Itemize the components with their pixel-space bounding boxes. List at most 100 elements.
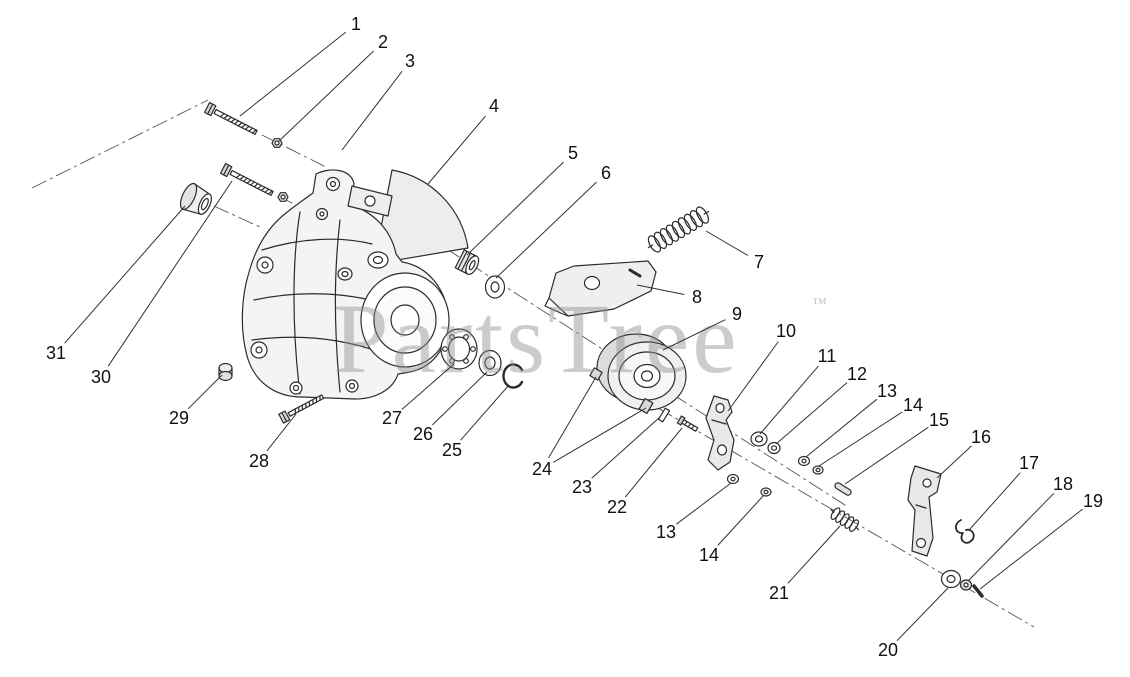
callout-23: 23 [572, 477, 592, 497]
part-bolt-30 [219, 162, 274, 196]
leader-line-2 [278, 50, 374, 142]
leader-line-18 [967, 492, 1055, 582]
part-washer-14 [812, 465, 824, 475]
leader-line-19 [979, 508, 1084, 590]
leader-line-22 [624, 427, 683, 498]
callout-22: 22 [607, 497, 627, 517]
leader-line-9 [662, 319, 726, 351]
part-shift-lever-10 [705, 395, 735, 471]
callout-11: 11 [818, 346, 837, 366]
callout-14: 14 [699, 545, 719, 565]
callout-20: 20 [878, 640, 898, 660]
callout-14: 14 [903, 395, 923, 415]
leader-line-28 [266, 413, 297, 452]
part-screw-22 [676, 415, 699, 432]
leader-line-7 [705, 230, 749, 256]
callout-9: 9 [732, 304, 742, 324]
callout-6: 6 [601, 163, 611, 183]
part-key-23 [657, 407, 671, 423]
leader-line-3 [341, 70, 403, 151]
callout-2: 2 [378, 32, 388, 52]
callout-17: 17 [1019, 453, 1039, 473]
callout-13: 13 [656, 522, 676, 542]
leader-line-5 [466, 161, 564, 256]
part-spring-21 [830, 507, 860, 532]
part-cover-4 [373, 169, 469, 265]
leader-line-30 [107, 180, 233, 367]
centerline [213, 205, 263, 229]
callout-31: 31 [46, 343, 66, 363]
leader-line-13 [805, 398, 878, 458]
callout-3: 3 [405, 51, 415, 71]
leader-line-25 [460, 384, 510, 441]
part-plate-8 [544, 260, 657, 317]
part-pin-19 [972, 584, 984, 598]
part-keys-24 [589, 367, 654, 415]
callout-25: 25 [442, 440, 462, 460]
part-retaining-ring-25 [502, 363, 524, 389]
part-bolt-28 [278, 394, 325, 424]
callout-27: 27 [382, 408, 402, 428]
part-nut-29 [218, 362, 233, 382]
part-spring-7 [647, 206, 710, 253]
callout-8: 8 [692, 287, 702, 307]
callout-29: 29 [169, 408, 189, 428]
part-nut-2 [271, 138, 289, 202]
callout-5: 5 [568, 143, 578, 163]
part-washer-20 [940, 569, 962, 589]
leader-line-4 [427, 115, 486, 185]
callout-28: 28 [249, 451, 269, 471]
part-gear-case-housing [241, 169, 469, 400]
watermark-trademark: ™ [812, 296, 827, 312]
callout-16: 16 [971, 427, 991, 447]
leader-line-24 [552, 407, 647, 463]
leader-line-26 [431, 371, 488, 426]
callout-26: 26 [413, 424, 433, 444]
leader-line-24 [548, 376, 597, 459]
part-washer-13b [726, 473, 740, 485]
callout-18: 18 [1053, 474, 1073, 494]
leader-line-8 [636, 284, 685, 295]
leader-line-31 [64, 205, 186, 344]
leader-line-12 [775, 382, 848, 445]
part-bearing-27 [440, 328, 478, 370]
part-washer-6 [484, 275, 506, 299]
leader-line-11 [759, 365, 819, 435]
leader-line-16 [936, 445, 972, 479]
leader-line-17 [969, 472, 1021, 530]
part-pin-15 [834, 482, 852, 496]
leader-line-14 [818, 411, 903, 467]
leader-line-20 [896, 587, 949, 642]
leader-line-23 [591, 416, 661, 479]
callout-12: 12 [847, 364, 867, 384]
callout-30: 30 [91, 367, 111, 387]
part-washer-13 [797, 455, 811, 467]
callout-10: 10 [776, 321, 796, 341]
callout-7: 7 [754, 252, 764, 272]
centerline [31, 99, 209, 189]
leader-line-15 [844, 426, 929, 485]
leader-line-21 [787, 525, 841, 584]
callout-24: 24 [532, 459, 552, 479]
part-bushing-5 [454, 249, 480, 275]
part-pulley-9 [596, 333, 687, 411]
part-spring-hook-17 [955, 519, 975, 544]
part-washer-14b [760, 487, 772, 497]
callout-21: 21 [769, 583, 789, 603]
part-washer-18 [959, 579, 973, 591]
centerline [354, 189, 849, 508]
leader-line-1 [239, 31, 347, 117]
part-bushing-31 [179, 182, 212, 215]
part-washer-12 [767, 441, 781, 455]
part-bracket-16 [907, 465, 942, 557]
callout-15: 15 [929, 410, 949, 430]
part-bolt-1 [203, 101, 258, 135]
leader-line-14 [717, 494, 765, 546]
callout-1: 1 [351, 14, 361, 34]
centerline [261, 134, 327, 168]
part-washer-26 [478, 349, 502, 377]
leader-lines [64, 31, 1084, 642]
callout-numbers: 1234567891011121314151617181920212223242… [46, 14, 1103, 660]
